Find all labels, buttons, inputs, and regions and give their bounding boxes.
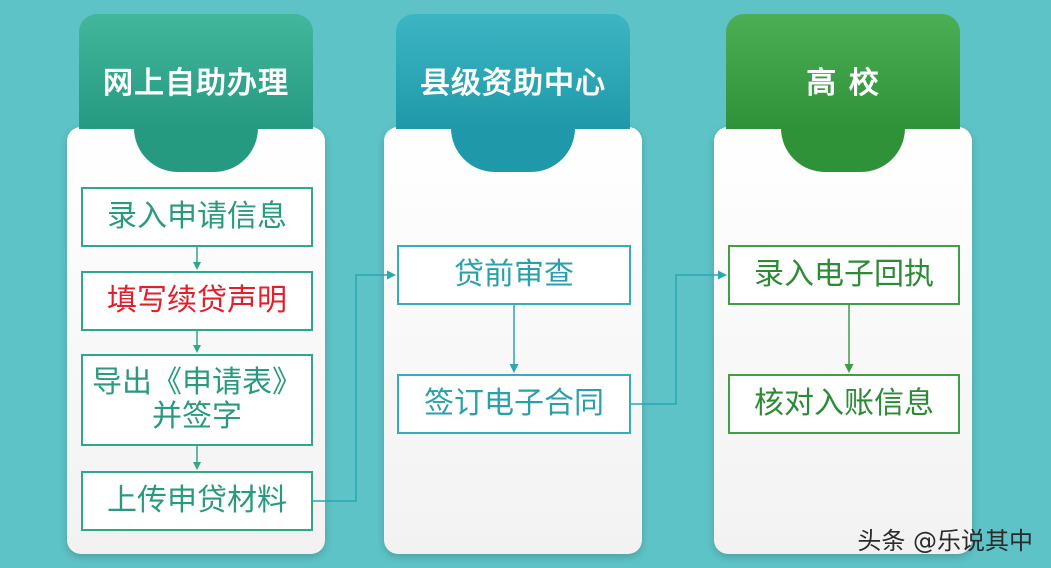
column-county-aid-center: 县级资助中心 — [384, 14, 642, 554]
step-pre-loan-review: 贷前审查 — [397, 245, 631, 305]
step-label: 导出《申请表》 并签字 — [92, 365, 302, 434]
column-header: 县级资助中心 — [396, 14, 630, 129]
watermark-text: 头条 @乐说其中 — [857, 527, 1033, 555]
step-upload-materials: 上传申贷材料 — [81, 471, 313, 531]
step-sign-e-contract: 签订电子合同 — [397, 374, 631, 434]
step-label: 录入申请信息 — [107, 199, 287, 234]
arrow-upload-to-review — [313, 270, 396, 502]
column-card — [384, 127, 642, 554]
step-fill-renewal-statement: 填写续贷声明 — [81, 271, 313, 331]
step-export-form-and-sign: 导出《申请表》 并签字 — [81, 354, 313, 446]
column-university: 高 校 — [714, 14, 972, 554]
step-label: 贷前审查 — [454, 257, 574, 292]
arrow-contract-to-receipt — [631, 270, 727, 405]
step-verify-account-info: 核对入账信息 — [728, 374, 960, 434]
step-label: 核对入账信息 — [754, 386, 934, 421]
column-title: 县级资助中心 — [420, 66, 606, 101]
step-enter-application-info: 录入申请信息 — [81, 187, 313, 247]
step-label: 填写续贷声明 — [107, 283, 287, 318]
column-header: 高 校 — [726, 14, 960, 129]
step-label: 上传申贷材料 — [107, 483, 287, 518]
column-title: 网上自助办理 — [103, 66, 289, 101]
column-title: 高 校 — [806, 66, 880, 101]
step-label: 录入电子回执 — [754, 257, 934, 292]
column-header: 网上自助办理 — [79, 14, 313, 129]
header-tab-decoration — [451, 128, 575, 172]
step-label: 签订电子合同 — [424, 386, 604, 421]
column-card — [714, 127, 972, 554]
header-tab-decoration — [134, 128, 258, 172]
step-enter-e-receipt: 录入电子回执 — [728, 245, 960, 305]
header-tab-decoration — [781, 128, 905, 172]
